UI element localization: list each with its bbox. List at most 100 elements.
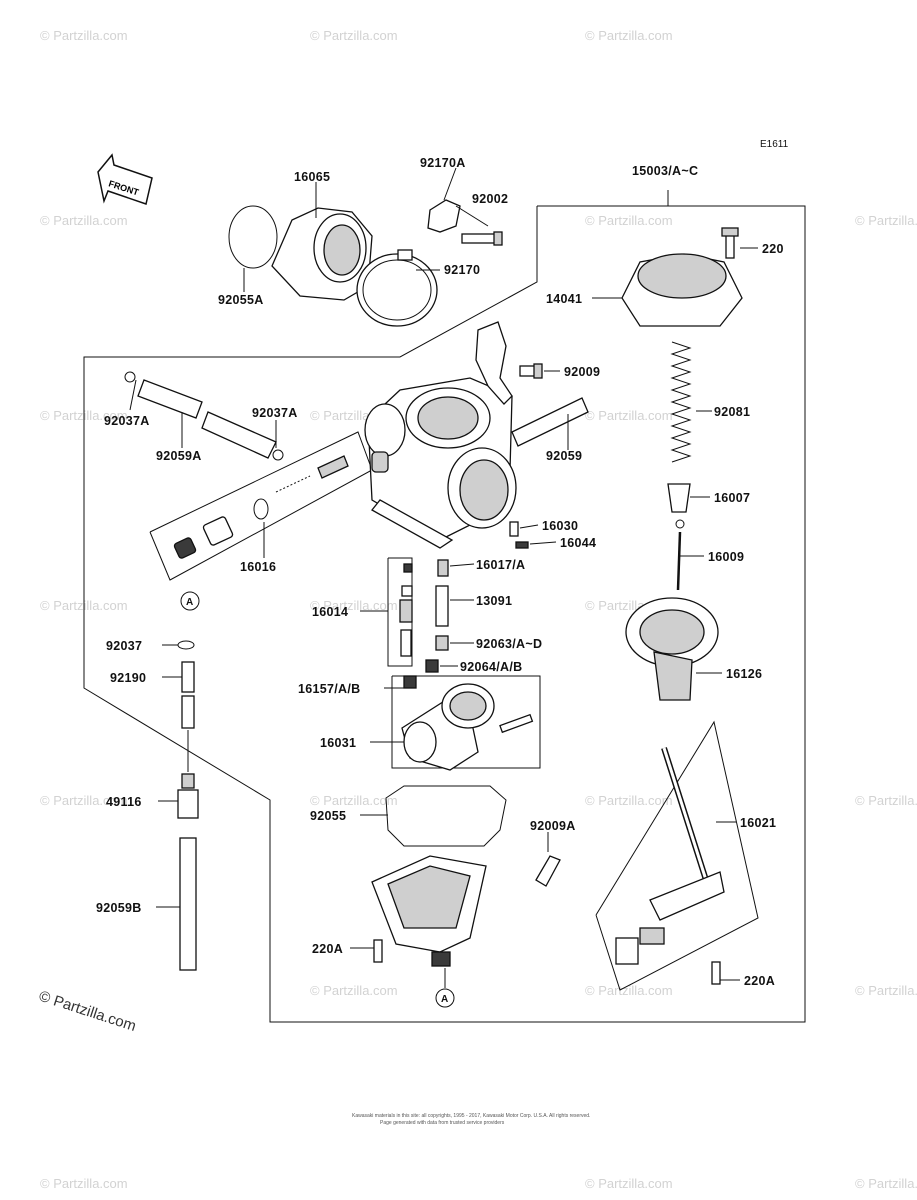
watermark: © Partzilla.com bbox=[40, 793, 128, 808]
float-bowl bbox=[371, 855, 487, 967]
part-label-92081: 92081 bbox=[714, 405, 750, 419]
leader-lines bbox=[129, 167, 758, 981]
part-label-92009: 92009 bbox=[564, 365, 600, 379]
part-label-92063: 92063/A~D bbox=[476, 637, 542, 651]
o-ring-92055A bbox=[228, 205, 278, 269]
screw-220 bbox=[721, 227, 739, 259]
watermark-main: © Partzilla.com bbox=[37, 988, 138, 1035]
watermark: © Partzilla.com bbox=[40, 28, 128, 43]
jet-column bbox=[399, 563, 413, 657]
part-label-92055: 92055 bbox=[310, 809, 346, 823]
clip-92037 bbox=[177, 640, 195, 650]
carburetor-body bbox=[364, 377, 517, 549]
assembly-outline bbox=[83, 205, 806, 1023]
part-label-92037A-right: 92037A bbox=[252, 406, 298, 420]
watermark: © Partzilla.com bbox=[310, 28, 398, 43]
part-label-16014: 16014 bbox=[312, 605, 348, 619]
marker-a-top bbox=[180, 591, 200, 611]
watermark: © Partzilla.com bbox=[585, 213, 673, 228]
jet-16030 bbox=[509, 521, 519, 537]
plunger-16031 bbox=[401, 683, 534, 771]
sub-box bbox=[387, 557, 413, 667]
part-label-92037: 92037 bbox=[106, 639, 142, 653]
part-label-16017: 16017/A bbox=[476, 558, 525, 572]
part-label-16007: 16007 bbox=[714, 491, 750, 505]
part-label-16044: 16044 bbox=[560, 536, 596, 550]
hose-92059 bbox=[511, 397, 589, 447]
part-label-92170: 92170 bbox=[444, 263, 480, 277]
part-label-92064: 92064/A/B bbox=[460, 660, 522, 674]
fitting-49116 bbox=[181, 773, 195, 789]
part-label-220A-left: 220A bbox=[312, 942, 343, 956]
part-label-92055A: 92055A bbox=[218, 293, 264, 307]
watermark: © Partzilla.com bbox=[585, 793, 673, 808]
fitting-49116 bbox=[177, 789, 199, 819]
part-label-220A-right: 220A bbox=[744, 974, 775, 988]
part-label-16157: 16157/A/B bbox=[298, 682, 360, 696]
part-label-16009: 16009 bbox=[708, 550, 744, 564]
watermark: © Partzilla.com bbox=[585, 1176, 673, 1191]
part-label-92009A: 92009A bbox=[530, 819, 576, 833]
part-label-16016: 16016 bbox=[240, 560, 276, 574]
part-labels: 16065 92170A 92002 92170 92055A 15003/A~… bbox=[96, 156, 784, 988]
gasket-92055 bbox=[385, 785, 507, 847]
part-label-15003: 15003/A~C bbox=[632, 164, 698, 178]
spring-92081 bbox=[670, 341, 692, 463]
screw-220A bbox=[373, 939, 383, 963]
part-label-92059: 92059 bbox=[546, 449, 582, 463]
part-label-13091: 13091 bbox=[476, 594, 512, 608]
bracket-92170A bbox=[427, 199, 461, 233]
screw-92009 bbox=[519, 363, 543, 379]
intake-holder-16065 bbox=[271, 207, 373, 301]
bolt-92002 bbox=[461, 231, 503, 246]
part-label-16030: 16030 bbox=[542, 519, 578, 533]
bracket-cable bbox=[475, 321, 513, 405]
part-label-14041: 14041 bbox=[546, 292, 582, 306]
watermark: © Partzilla.com bbox=[310, 793, 398, 808]
diaphragm-16126 bbox=[625, 597, 719, 701]
part-label-92037A-left: 92037A bbox=[104, 414, 150, 428]
watermark: © Partzilla.com bbox=[855, 1176, 917, 1191]
diagram-ref: E1611 bbox=[760, 139, 789, 150]
pilot-screw-16016 bbox=[173, 455, 349, 559]
holder-16007 bbox=[667, 483, 691, 513]
clip-92037A bbox=[124, 371, 136, 383]
part-label-16126: 16126 bbox=[726, 667, 762, 681]
hose-92059B bbox=[179, 837, 197, 971]
part-label-92059B: 92059B bbox=[96, 901, 142, 915]
watermark: © Partzilla.com bbox=[855, 793, 917, 808]
part-label-16065: 16065 bbox=[294, 170, 330, 184]
part-label-92170A: 92170A bbox=[420, 156, 466, 170]
watermark: © Partzilla.com bbox=[310, 983, 398, 998]
part-label-220: 220 bbox=[762, 242, 784, 256]
front-arrow-icon: FRONT bbox=[97, 153, 153, 205]
watermark: © Partzilla.com bbox=[310, 598, 398, 613]
sub-box bbox=[391, 675, 541, 769]
part-label-16031: 16031 bbox=[320, 736, 356, 750]
part-label-16021: 16021 bbox=[740, 816, 776, 830]
throttle-16021 bbox=[615, 747, 725, 965]
marker-a-top-label: A bbox=[186, 597, 193, 608]
watermark: © Partzilla.com bbox=[40, 1176, 128, 1191]
hose-92059A bbox=[137, 379, 277, 459]
screw-92009A bbox=[535, 855, 561, 887]
watermark: © Partzilla.com bbox=[585, 28, 673, 43]
clamp-92170 bbox=[356, 249, 438, 327]
ring-16044 bbox=[515, 541, 529, 549]
footer-note: Page generated with data from trusted se… bbox=[380, 1120, 505, 1126]
clip-92037A bbox=[272, 449, 284, 461]
part-label-49116: 49116 bbox=[106, 795, 142, 809]
screw-220A-right bbox=[711, 961, 721, 985]
marker-a-bottom bbox=[435, 988, 455, 1008]
watermark: © Partzilla.com bbox=[40, 213, 128, 228]
footer-copyright: Kawasaki materials in this site: all cop… bbox=[352, 1113, 590, 1119]
marker-a-bottom-label: A bbox=[441, 994, 448, 1005]
watermark: © Partzilla.com bbox=[585, 408, 673, 423]
part-label-92002: 92002 bbox=[472, 192, 508, 206]
watermark: © Partzilla.com bbox=[585, 983, 673, 998]
needle-16009 bbox=[675, 519, 685, 591]
watermark: © Partzilla.com bbox=[855, 213, 917, 228]
needle-jet-column bbox=[403, 559, 449, 689]
cover-14041 bbox=[621, 253, 743, 327]
